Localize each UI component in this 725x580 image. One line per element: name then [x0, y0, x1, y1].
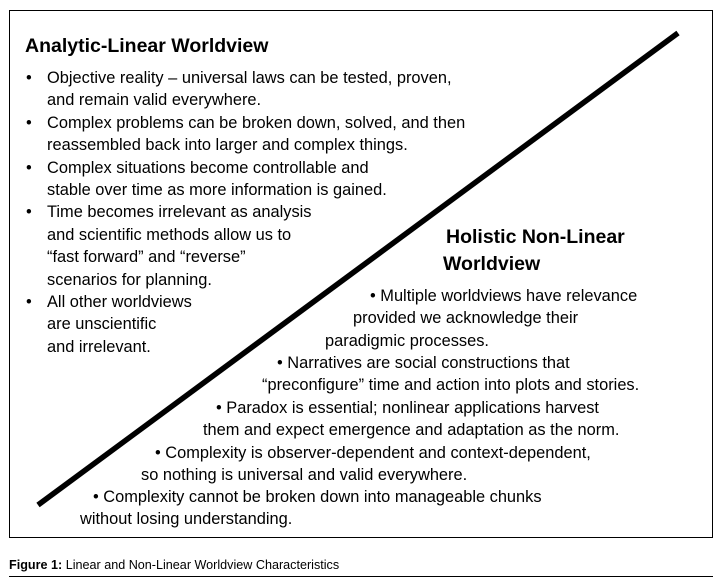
right-list-item: • Complexity cannot be broken down into …: [80, 486, 542, 531]
right-panel-title-line1: Holistic Non-Linear: [446, 226, 625, 248]
list-item-line: scenarios for planning.: [47, 270, 212, 289]
list-item-line: and scientific methods allow us to: [47, 225, 292, 244]
list-item-line: and irrelevant.: [47, 337, 151, 356]
right-list-item: • Complexity is observer-dependent and c…: [141, 442, 591, 487]
list-item-line: “fast forward” and “reverse”: [47, 248, 246, 267]
list-item-line: without losing understanding.: [80, 510, 293, 529]
list-item: Complex situations become controllable a…: [24, 157, 465, 202]
list-item-line: reassembled back into larger and complex…: [47, 136, 408, 155]
caption-rule: [9, 576, 713, 577]
list-item-line: • Complexity is observer-dependent and c…: [155, 444, 591, 462]
right-list-item: • Paradox is essential; nonlinear applic…: [203, 397, 619, 442]
list-item-line: them and expect emergence and adaptation…: [203, 421, 620, 440]
list-item-line: Complex situations become controllable a…: [47, 158, 369, 177]
right-list-item: • Narratives are social constructions th…: [262, 352, 639, 397]
figure-caption: Figure 1: Linear and Non-Linear Worldvie…: [9, 558, 339, 572]
list-item: Time becomes irrelevant as analysis and …: [24, 201, 465, 291]
caption-text: Linear and Non-Linear Worldview Characte…: [65, 558, 340, 572]
list-item: Complex problems can be broken down, sol…: [24, 112, 465, 157]
list-item-line: Complex problems can be broken down, sol…: [47, 113, 466, 132]
list-item-line: provided we acknowledge their: [353, 309, 579, 328]
list-item-line: and remain valid everywhere.: [47, 91, 262, 110]
list-item: Objective reality – universal laws can b…: [24, 67, 465, 112]
list-item-line: so nothing is universal and valid everyw…: [141, 466, 468, 485]
right-list-item: • Multiple worldviews have relevance pro…: [325, 285, 637, 352]
list-item-line: • Narratives are social constructions th…: [277, 354, 570, 372]
list-item-line: are unscientific: [47, 315, 157, 334]
list-item-line: Time becomes irrelevant as analysis: [47, 203, 312, 222]
right-panel-title-line2: Worldview: [443, 253, 541, 275]
list-item: All other worldviews are unscientific an…: [24, 291, 465, 358]
list-item-line: • Multiple worldviews have relevance: [370, 287, 638, 305]
left-panel-list: Objective reality – universal laws can b…: [24, 67, 465, 358]
left-panel-title: Analytic-Linear Worldview: [25, 35, 269, 57]
list-item-line: All other worldviews: [47, 293, 192, 312]
list-item-line: stable over time as more information is …: [47, 181, 387, 200]
list-item-line: paradigmic processes.: [325, 331, 489, 350]
list-item-line: • Complexity cannot be broken down into …: [93, 488, 542, 506]
list-item-line: • Paradox is essential; nonlinear applic…: [216, 399, 599, 417]
caption-label: Figure 1:: [9, 558, 63, 572]
figure-frame: [9, 10, 713, 538]
list-item-line: Objective reality – universal laws can b…: [47, 69, 452, 87]
list-item-line: “preconfigure” time and action into plot…: [262, 376, 640, 395]
